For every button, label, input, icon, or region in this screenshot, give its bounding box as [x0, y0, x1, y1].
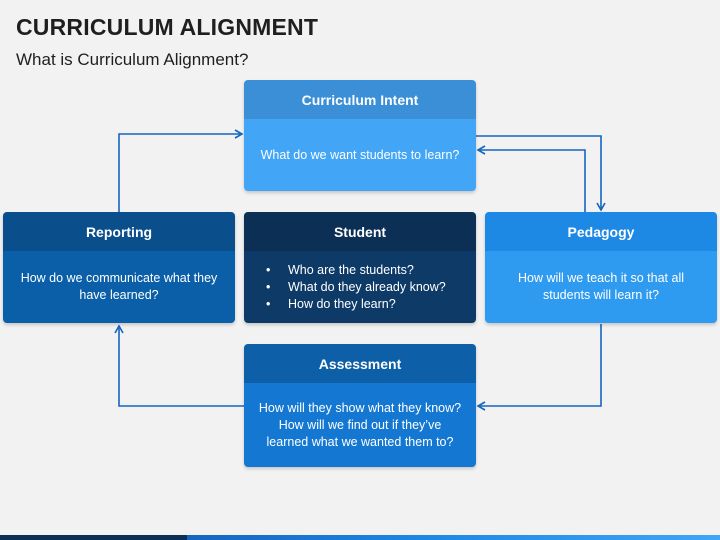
box-text: What do we want students to learn? — [244, 119, 476, 191]
box-heading: Pedagogy — [485, 212, 717, 251]
arrow-reporting-to-intent — [118, 129, 244, 212]
page-title: CURRICULUM ALIGNMENT — [16, 14, 319, 40]
arrow-intent-to-pedagogy — [476, 135, 606, 212]
box-text: How do we communicate what they have lea… — [3, 251, 235, 323]
box-bullets: Who are the students? What do they alrea… — [244, 251, 476, 323]
box-student: Student Who are the students? What do th… — [244, 212, 476, 323]
page-subtitle: What is Curriculum Alignment? — [16, 50, 249, 69]
bullet-item: How do they learn? — [266, 296, 446, 313]
bullet-item: Who are the students? — [266, 262, 446, 279]
box-reporting: Reporting How do we communicate what the… — [3, 212, 235, 323]
box-heading: Student — [244, 212, 476, 251]
box-heading: Curriculum Intent — [244, 80, 476, 119]
arrow-assessment-to-reporting — [114, 324, 244, 407]
box-text: How will they show what they know? How w… — [244, 383, 476, 467]
decorative-bottom-bar — [0, 535, 720, 540]
box-heading: Reporting — [3, 212, 235, 251]
arrow-pedagogy-to-assessment — [476, 324, 602, 411]
arrow-pedagogy-to-intent — [476, 145, 586, 212]
bullet-item: What do they already know? — [266, 279, 446, 296]
box-pedagogy: Pedagogy How will we teach it so that al… — [485, 212, 717, 323]
bullet-list: Who are the students? What do they alrea… — [266, 262, 446, 313]
box-heading: Assessment — [244, 344, 476, 383]
box-assessment: Assessment How will they show what they … — [244, 344, 476, 467]
box-text: How will we teach it so that all student… — [485, 251, 717, 323]
box-curriculum-intent: Curriculum Intent What do we want studen… — [244, 80, 476, 191]
